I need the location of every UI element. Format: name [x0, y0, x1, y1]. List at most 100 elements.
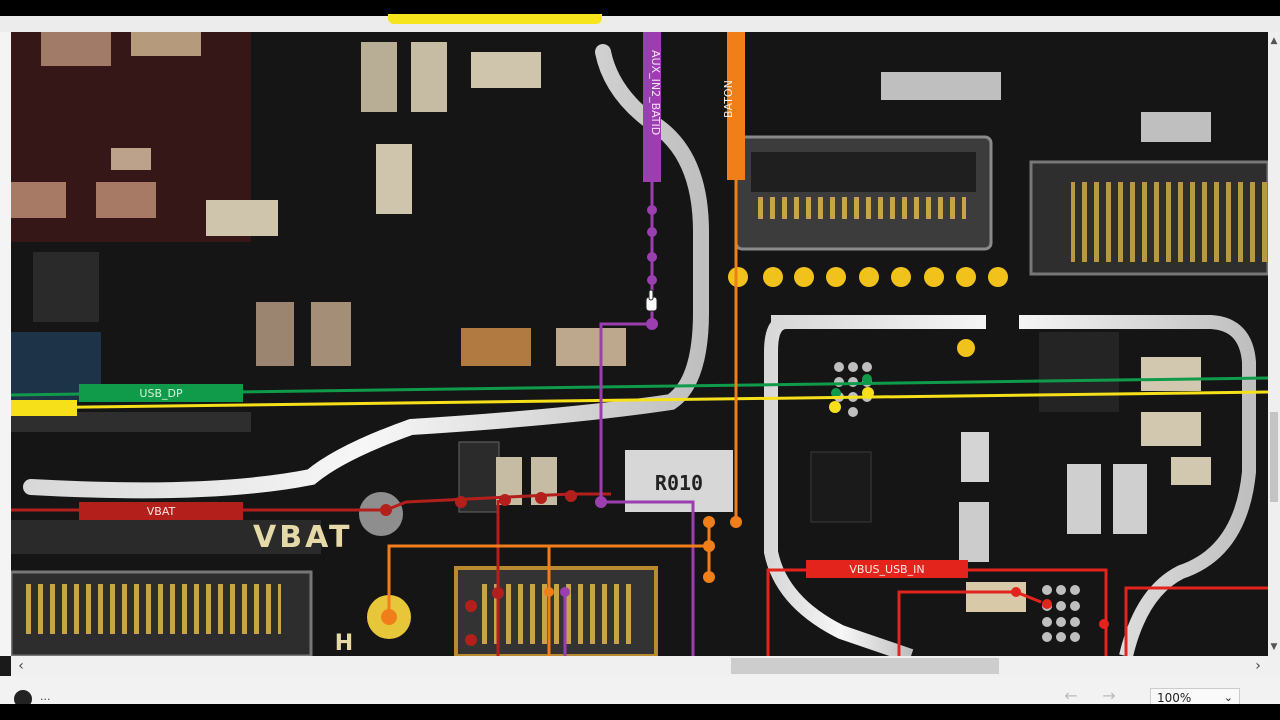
test-pad — [891, 267, 911, 287]
connector-bottom-left-pins — [21, 584, 281, 634]
net-vbus-usb-in-node[interactable] — [1011, 587, 1021, 597]
net-vbus-usb-in[interactable]: VBUS_USB_IN — [766, 560, 1268, 656]
net-vbus-usb-in-label-box[interactable] — [806, 560, 968, 578]
capacitor — [961, 432, 989, 482]
inductor — [33, 252, 99, 322]
scroll-up-arrow-icon[interactable]: ▲ — [1270, 36, 1278, 46]
horizontal-scrollbar[interactable]: ‹ › — [11, 656, 1280, 676]
net-vbus-usb-in-branch[interactable] — [1124, 586, 1268, 656]
scroll-down-arrow-icon[interactable]: ▼ — [1270, 642, 1278, 652]
net-vbat-node[interactable] — [499, 494, 511, 506]
test-pad — [956, 267, 976, 287]
capacitor-row — [1141, 112, 1211, 142]
net-baton-branch[interactable] — [387, 544, 709, 617]
net-aux-in2-batid-node[interactable] — [560, 587, 570, 597]
net-vbat-trace[interactable] — [11, 492, 611, 512]
scroll-left-arrow-icon[interactable]: ‹ — [18, 658, 24, 674]
pad-row — [11, 520, 321, 554]
zoom-select[interactable]: 100% ⌄ — [1150, 688, 1240, 706]
ic-chip — [810, 451, 872, 523]
net-vbat-node[interactable] — [565, 490, 577, 502]
test-pad-row — [728, 267, 1008, 357]
net-vbat-node[interactable] — [465, 634, 477, 646]
test-pad — [763, 267, 783, 287]
highlighted-tab[interactable] — [388, 14, 602, 24]
net-usb-dm-label-box[interactable] — [11, 400, 77, 416]
test-pad — [859, 267, 879, 287]
net-aux-in2-batid-node[interactable] — [595, 496, 607, 508]
chevron-down-icon: ⌄ — [1223, 691, 1233, 704]
net-baton-node[interactable] — [544, 587, 554, 597]
net-vbat-label-box[interactable] — [79, 502, 243, 520]
hand-cursor-icon — [645, 289, 658, 312]
net-baton-node[interactable] — [703, 540, 715, 552]
capacitor — [461, 328, 531, 366]
status-bar: ... ← → 100% ⌄ — [0, 676, 1280, 720]
net-baton-node[interactable] — [703, 516, 715, 528]
ic-chip — [1039, 332, 1119, 412]
net-aux-in2-batid-node[interactable] — [647, 227, 657, 237]
test-pad — [728, 267, 748, 287]
net-usb-dm-trace[interactable] — [11, 390, 1268, 410]
test-pad — [794, 267, 814, 287]
net-vbat-node[interactable] — [535, 492, 547, 504]
net-baton-label-box[interactable] — [727, 32, 745, 180]
net-usb-dm[interactable] — [11, 387, 1268, 416]
pad-row — [11, 412, 251, 432]
silkscreen-r010: R010 — [655, 471, 703, 495]
board-viewer-canvas[interactable]: USB_DP VBAT VBUS_USB_IN AUX_IN2_BATID — [11, 32, 1268, 656]
net-vbat-label: VBAT — [147, 505, 176, 518]
silkscreen-h: H — [335, 631, 353, 656]
status-ellipsis: ... — [40, 690, 51, 703]
net-usb-dp-node[interactable] — [831, 388, 841, 398]
net-usb-dp[interactable]: USB_DP — [11, 374, 1268, 402]
status-indicator-icon — [14, 690, 32, 708]
net-vbat-node[interactable] — [465, 600, 477, 612]
net-aux-in2-batid-label-box[interactable] — [643, 32, 661, 182]
vertical-scroll-thumb[interactable] — [1270, 412, 1278, 502]
net-baton[interactable]: BATON — [387, 32, 745, 656]
net-aux-in2-batid-label: AUX_IN2_BATID — [649, 50, 662, 135]
capacitor — [556, 328, 626, 366]
capacitor — [1171, 457, 1211, 485]
test-pad — [988, 267, 1008, 287]
connector-top-center-pins — [756, 197, 966, 219]
scroll-right-arrow-icon[interactable]: › — [1255, 658, 1261, 674]
forward-arrow-icon[interactable]: → — [1102, 686, 1116, 705]
net-usb-dp-label: USB_DP — [139, 387, 183, 400]
net-usb-dp-label-box[interactable] — [79, 384, 243, 402]
capacitor — [361, 42, 397, 112]
connector-top-center-slot — [751, 152, 976, 192]
vertical-scrollbar[interactable]: ▲ ▼ — [1268, 32, 1280, 656]
capacitor — [966, 582, 1026, 612]
capacitor — [131, 32, 201, 56]
horizontal-scroll-thumb[interactable] — [731, 658, 999, 674]
capacitor — [376, 144, 412, 214]
net-vbat[interactable]: VBAT — [11, 490, 611, 656]
net-vbus-usb-in-node[interactable] — [1099, 619, 1109, 629]
net-vbat-node[interactable] — [380, 504, 392, 516]
inductor — [1113, 464, 1147, 534]
net-vbus-usb-in-branch[interactable] — [897, 590, 1042, 656]
net-baton-node[interactable] — [703, 571, 715, 583]
net-aux-in2-batid-node[interactable] — [647, 205, 657, 215]
round-pad — [359, 492, 403, 536]
net-vbus-usb-in-node[interactable] — [1042, 599, 1052, 609]
shield-trace-right-b — [771, 315, 1256, 656]
net-aux-in2-batid-node[interactable] — [647, 275, 657, 285]
connector-top-right-pins — [1071, 182, 1268, 262]
connector-bottom-center-pins — [481, 584, 631, 644]
toolbar-strip — [0, 16, 1280, 32]
net-usb-dm-node[interactable] — [862, 387, 874, 399]
net-usb-dp-node[interactable] — [862, 374, 872, 384]
net-vbat-node[interactable] — [492, 587, 504, 599]
pcb-board-image[interactable]: USB_DP VBAT VBUS_USB_IN AUX_IN2_BATID — [11, 32, 1268, 656]
net-usb-dm-node[interactable] — [829, 401, 841, 413]
net-aux-in2-batid-node[interactable] — [646, 318, 658, 330]
net-aux-in2-batid-node[interactable] — [647, 252, 657, 262]
test-pad — [924, 267, 944, 287]
net-vbat-node[interactable] — [455, 496, 467, 508]
shield-trace-left — [23, 44, 709, 499]
net-baton-node[interactable] — [730, 516, 742, 528]
back-arrow-icon[interactable]: ← — [1064, 686, 1078, 705]
